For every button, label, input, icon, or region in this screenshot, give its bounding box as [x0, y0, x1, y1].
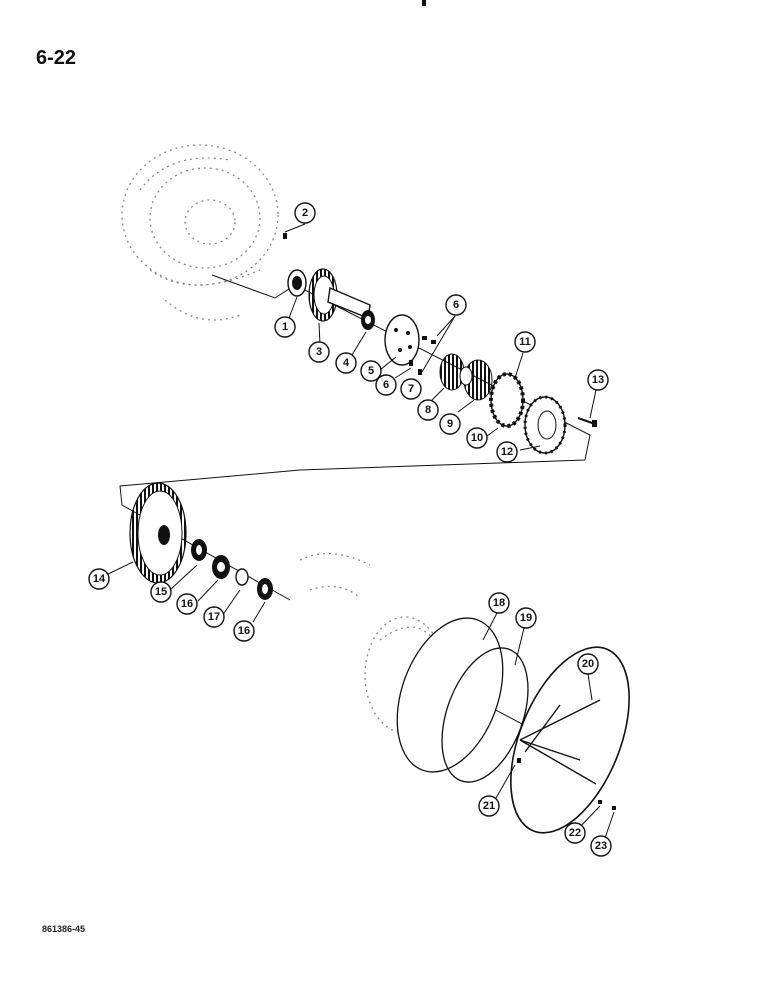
- svg-text:22: 22: [569, 827, 581, 839]
- svg-text:3: 3: [316, 346, 322, 358]
- callout-8: 8: [417, 399, 439, 421]
- part-washer-22: [598, 800, 602, 804]
- svg-text:1: 1: [282, 321, 288, 333]
- callout-12: 12: [496, 441, 518, 463]
- part-pin-21: [517, 758, 521, 763]
- part-cover-plate-12: [523, 395, 567, 455]
- svg-text:13: 13: [592, 374, 604, 386]
- callout-16a: 16: [176, 593, 198, 615]
- part-ring-17: [235, 568, 249, 586]
- part-bearing-16b: [257, 578, 273, 600]
- callout-labels: 1 2 3 4 5 6 6 7 8 9 10 11 12 13 14 15 16…: [88, 202, 612, 857]
- svg-text:15: 15: [155, 586, 167, 598]
- callout-7: 7: [400, 378, 422, 400]
- ghost-middle-parts: [299, 552, 371, 599]
- callout-20: 20: [577, 653, 599, 675]
- part-pins-6-7: [409, 336, 436, 375]
- ghost-flywheel-housing: [121, 144, 279, 321]
- svg-text:5: 5: [368, 365, 374, 377]
- callout-21: 21: [478, 795, 500, 817]
- callout-5: 5: [360, 360, 382, 382]
- svg-text:9: 9: [447, 418, 453, 430]
- callout-6-upper: 6: [445, 294, 467, 316]
- callout-6-lower: 6: [375, 374, 397, 396]
- svg-text:14: 14: [93, 573, 106, 585]
- top-mark: [422, 0, 426, 6]
- part-gear-carrier-8-9: [439, 353, 493, 401]
- svg-text:19: 19: [520, 612, 532, 624]
- svg-text:20: 20: [582, 658, 594, 670]
- svg-text:11: 11: [519, 336, 531, 348]
- callout-1: 1: [274, 316, 296, 338]
- callout-18: 18: [488, 592, 510, 614]
- callout-19: 19: [515, 607, 537, 629]
- svg-text:17: 17: [208, 611, 220, 623]
- svg-text:4: 4: [343, 357, 350, 369]
- svg-text:6: 6: [453, 299, 459, 311]
- part-bearing-15: [191, 539, 207, 561]
- part-large-gear-14: [129, 482, 187, 584]
- callout-10: 10: [466, 427, 488, 449]
- callout-9: 9: [439, 413, 461, 435]
- callout-22: 22: [564, 822, 586, 844]
- callout-17: 17: [203, 606, 225, 628]
- svg-text:23: 23: [595, 840, 607, 852]
- svg-text:2: 2: [302, 207, 308, 219]
- svg-text:7: 7: [408, 383, 414, 395]
- svg-text:12: 12: [501, 446, 513, 458]
- part-plate-18: [396, 617, 504, 773]
- callout-13: 13: [587, 369, 609, 391]
- svg-text:21: 21: [483, 800, 495, 812]
- part-gear-shaft-3: [308, 268, 371, 322]
- part-nut-23: [612, 806, 616, 810]
- page-number: 6-22: [36, 47, 77, 69]
- part-bolt-13: [577, 417, 597, 427]
- svg-text:8: 8: [425, 404, 431, 416]
- part-fan-disc-20: [510, 646, 630, 834]
- part-bearing-16a: [212, 555, 230, 579]
- figure-code: 861386-45: [42, 924, 86, 934]
- svg-text:10: 10: [471, 432, 483, 444]
- part-ring-gear-10-11: [489, 372, 525, 428]
- part-pin-2: [283, 233, 287, 239]
- callout-16b: 16: [233, 620, 255, 642]
- callout-2: 2: [294, 202, 316, 224]
- svg-text:6: 6: [383, 379, 389, 391]
- upper-axis-line: [119, 274, 591, 601]
- callout-23: 23: [590, 835, 612, 857]
- svg-text:18: 18: [493, 597, 505, 609]
- part-bearing-4: [361, 310, 375, 330]
- svg-text:16: 16: [181, 598, 193, 610]
- svg-text:16: 16: [238, 625, 250, 637]
- callout-14: 14: [88, 568, 110, 590]
- callout-11: 11: [514, 331, 536, 353]
- callout-4: 4: [335, 352, 357, 374]
- part-plate-5: [384, 314, 420, 366]
- part-bearing-1: [287, 269, 307, 297]
- callout-15: 15: [150, 581, 172, 603]
- callout-3: 3: [308, 341, 330, 363]
